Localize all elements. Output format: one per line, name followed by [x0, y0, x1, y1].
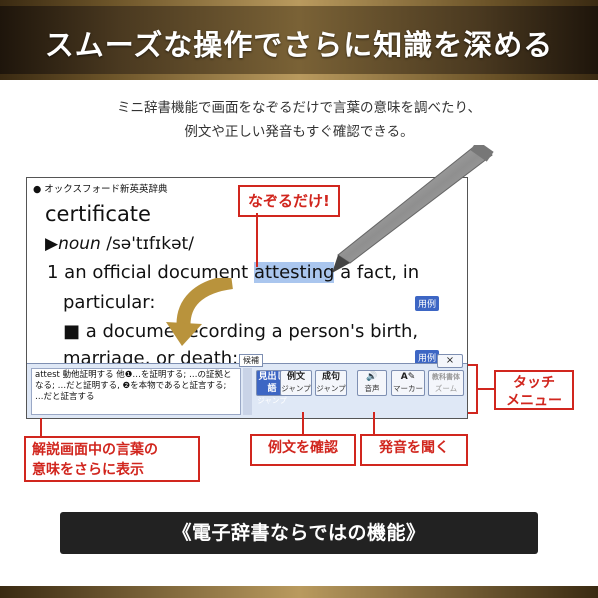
- touch-menu-callout: タッチ メニュー: [494, 370, 574, 410]
- example-tag[interactable]: 用例: [415, 296, 440, 311]
- listen-pronunciation-callout: 発音を聞く: [360, 434, 468, 466]
- headword-jump-sub: ジャンプ: [257, 396, 287, 405]
- touch-menu-bracket-top: [468, 364, 478, 366]
- trace-callout: なぞるだけ!: [238, 185, 340, 217]
- intro-text: ミニ辞書機能で画面をなぞるだけで言葉の意味を調べたり、 例文や正しい発音もすぐ確…: [60, 96, 538, 144]
- part-of-speech: noun: [58, 234, 101, 254]
- header-banner: スムーズな操作でさらに知識を深める: [0, 0, 598, 80]
- idiom-jump-sub: ジャンプ: [316, 384, 346, 393]
- highlighted-word[interactable]: attesting: [253, 262, 335, 283]
- popup-scrollbar[interactable]: [243, 368, 252, 415]
- example-tag-2[interactable]: 用例: [415, 350, 440, 365]
- definition-line-3: ■ a docume recording a person's birth,: [63, 321, 419, 342]
- marker-label: マーカー: [393, 384, 423, 393]
- explain-callout: 解説画面中の言葉の 意味をさらに表示: [24, 436, 200, 482]
- audio-label: 音声: [364, 384, 380, 393]
- speaker-icon: 🔊: [366, 372, 378, 382]
- marker-icon: A✎: [400, 372, 416, 382]
- touch-menu-line-2: メニュー: [506, 393, 562, 409]
- header-banner-inner: [0, 6, 598, 74]
- definition-line-1: 1 an official document attesting a fact,…: [47, 262, 419, 283]
- touch-menu-bracket: [476, 364, 478, 414]
- dictionary-name: ● オックスフォード新英英辞典: [33, 184, 168, 195]
- example-jump-sub: ジャンプ: [281, 384, 311, 393]
- curved-arrow-icon: [166, 278, 234, 346]
- pronunciation: /sə'tɪfɪkət/: [106, 234, 194, 254]
- check-example-callout: 例文を確認: [250, 434, 356, 466]
- explain-callout-line: [40, 418, 42, 438]
- part-of-speech-line: ▶noun /sə'tɪfɪkət/: [45, 234, 194, 254]
- mini-dictionary-popup: attest 動他証明する 他❶…を証明する; …の証拠となる; …だと証明する…: [27, 354, 467, 418]
- definition-suffix: a fact, in: [334, 262, 420, 283]
- example-callout-line: [302, 412, 304, 436]
- banner-title: スムーズな操作でさらに知識を深める: [44, 28, 554, 62]
- explain-line-2: 意味をさらに表示: [32, 462, 144, 478]
- example-jump-button[interactable]: 例文 ジャンプ: [280, 370, 312, 396]
- example-jump-label: 例文: [286, 372, 305, 382]
- marker-button[interactable]: A✎ マーカー: [391, 370, 425, 396]
- audio-callout-line: [373, 412, 375, 436]
- intro-line-2: 例文や正しい発音もすぐ確認できる。: [184, 124, 414, 140]
- zoom-button[interactable]: 教科書体 ズーム: [428, 370, 464, 396]
- definition-line-2: particular:: [63, 292, 156, 313]
- candidate-label[interactable]: 候補: [239, 354, 263, 367]
- touch-menu-bracket-bottom: [468, 412, 478, 414]
- close-button[interactable]: ×: [437, 354, 463, 368]
- popup-definition: attest 動他証明する 他❶…を証明する; …の証拠となる; …だと証明する…: [31, 368, 241, 415]
- headword: certificate: [45, 202, 151, 226]
- play-triangle-icon: ▶: [45, 234, 59, 254]
- textbook-font-label: 教科書体: [432, 373, 460, 381]
- stylus-pen-icon: [332, 145, 494, 273]
- definition-prefix: 1 an official document: [47, 262, 254, 283]
- intro-line-1: ミニ辞書機能で画面をなぞるだけで言葉の意味を調べたり、: [117, 100, 481, 116]
- headword-jump-label: 見出し語: [258, 372, 286, 394]
- touch-menu-connector: [478, 388, 494, 390]
- trace-callout-line: [256, 213, 258, 267]
- idiom-jump-button[interactable]: 成句 ジャンプ: [315, 370, 347, 396]
- feature-label-bar: 《電子辞書ならではの機能》: [60, 512, 538, 554]
- idiom-jump-label: 成句: [321, 372, 340, 382]
- explain-line-1: 解説画面中の言葉の: [32, 442, 158, 458]
- zoom-label: ズーム: [434, 384, 458, 393]
- touch-menu-line-1: タッチ: [513, 375, 555, 391]
- audio-button[interactable]: 🔊 音声: [357, 370, 387, 396]
- footer-band: [0, 586, 598, 598]
